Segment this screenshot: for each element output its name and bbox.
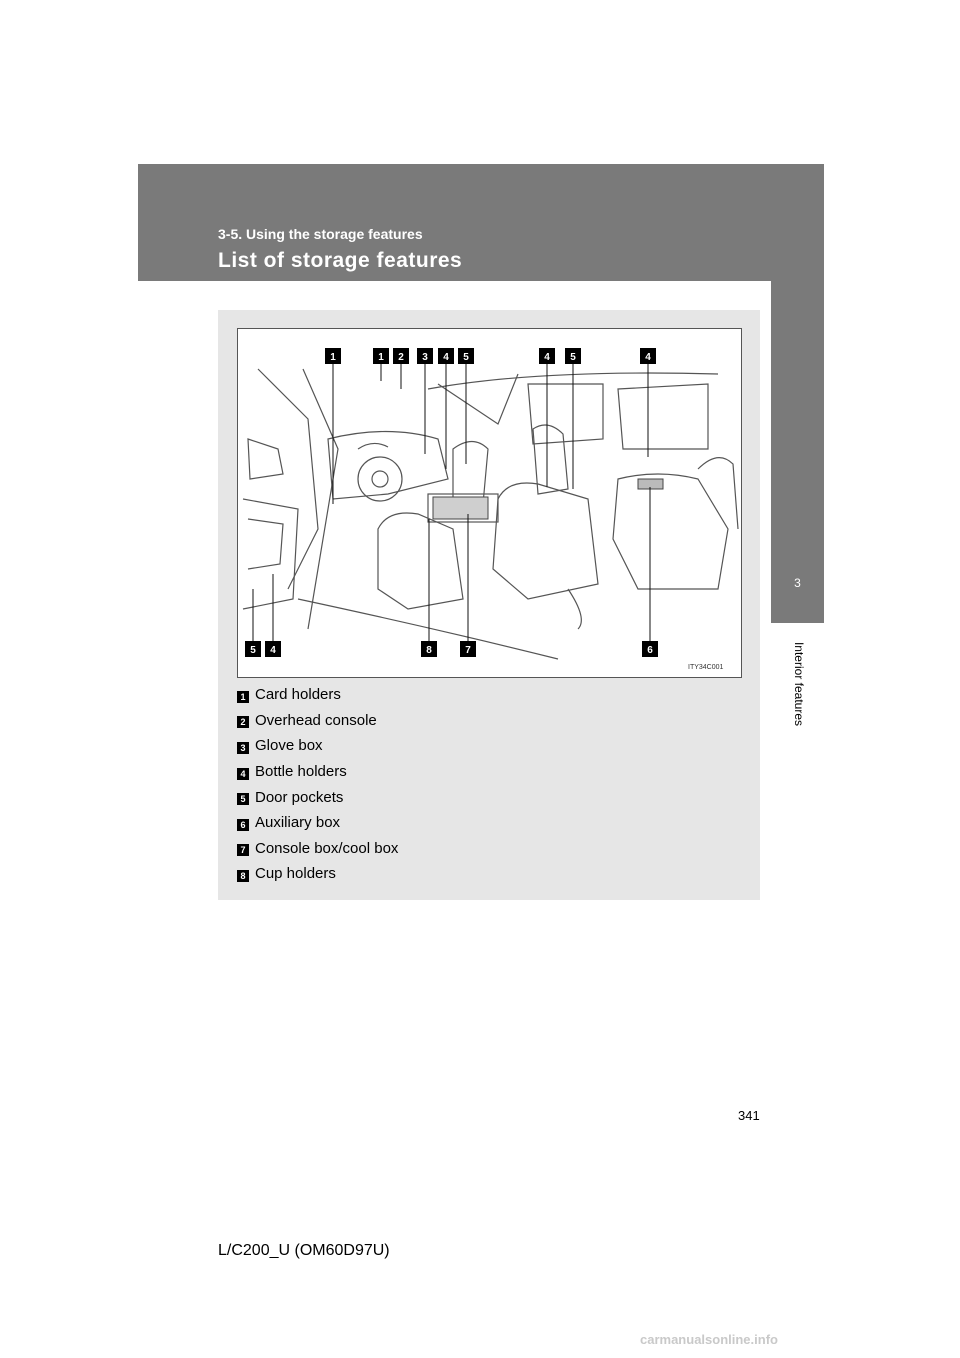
callout-badge: 1 [325,348,341,364]
callout-badge: 4 [640,348,656,364]
chapter-side-tab[interactable] [771,281,824,623]
legend-label: Bottle holders [255,763,347,781]
legend-item: 4 Bottle holders [237,759,398,785]
callout-badge: 5 [245,641,261,657]
chapter-name: Interior features [792,641,806,727]
watermark: carmanualsonline.info [640,1332,778,1347]
document-code: L/C200_U (OM60D97U) [218,1242,390,1259]
legend-number-badge: 6 [237,818,249,831]
svg-text:5: 5 [250,645,256,656]
svg-text:5: 5 [570,352,576,363]
legend-label: Card holders [255,686,341,704]
legend-number-badge: 5 [237,793,249,806]
legend-item: 5 Door pockets [237,784,398,810]
callout-badge: 4 [438,348,454,364]
side-tab-spacer [771,623,824,743]
callout-badge: 2 [393,348,409,364]
legend-number-badge: 2 [237,716,249,729]
image-code: ITY34C001 [688,664,724,671]
callout-badge: 7 [460,641,476,657]
svg-text:3: 3 [422,352,428,363]
legend-item: 6 Auxiliary box [237,810,398,836]
section-label: 3-5. Using the storage features [218,226,423,242]
svg-text:1: 1 [378,352,384,363]
legend-label: Cup holders [255,865,336,883]
svg-text:8: 8 [426,645,432,656]
callout-badge: 3 [417,348,433,364]
legend-label: Console box/cool box [255,839,399,857]
interior-drawing: 1 1 2 3 4 5 4 5 4 5 4 8 7 6 ITY34C001 [242,348,739,671]
legend-item: 3 Glove box [237,733,398,759]
legend-item: 8 Cup holders [237,861,398,887]
callout-badge: 5 [458,348,474,364]
callout-badge: 4 [539,348,555,364]
legend-number-badge: 4 [237,767,249,780]
callout-badge: 6 [642,641,658,657]
legend-number-badge: 8 [237,869,249,882]
callouts-bottom: 5 4 8 7 6 [245,641,658,657]
legend-item: 7 Console box/cool box [237,836,398,862]
svg-text:2: 2 [398,352,404,363]
svg-text:4: 4 [443,352,449,363]
legend-list: 1 Card holders 2 Overhead console 3 Glove b… [237,682,398,887]
header-band [138,164,824,281]
legend-number-badge: 1 [237,690,249,703]
legend-label: Door pockets [255,788,344,806]
vehicle-interior-illustration: 1 1 2 3 4 5 4 5 4 5 4 8 7 6 ITY34C001 [237,328,742,678]
callout-badge: 1 [373,348,389,364]
callout-badge: 4 [265,641,281,657]
svg-text:6: 6 [647,645,653,656]
svg-text:1: 1 [330,352,336,363]
svg-text:5: 5 [463,352,469,363]
legend-number-badge: 3 [237,741,249,754]
legend-item: 1 Card holders [237,682,398,708]
legend-number-badge: 7 [237,844,249,857]
chapter-number: 3 [794,576,801,590]
svg-text:4: 4 [270,645,276,656]
legend-label: Glove box [255,737,323,755]
callouts-top: 1 1 2 3 4 5 4 5 4 [325,348,656,364]
svg-text:7: 7 [465,645,471,656]
callout-badge: 5 [565,348,581,364]
page-title: List of storage features [218,249,463,272]
legend-label: Auxiliary box [255,814,341,832]
callout-leader-lines [252,356,651,649]
legend-label: Overhead console [255,711,377,729]
svg-text:4: 4 [544,352,550,363]
callout-badge: 8 [421,641,437,657]
legend-item: 2 Overhead console [237,708,398,734]
svg-text:4: 4 [645,352,651,363]
page-number: 341 [738,1108,760,1123]
